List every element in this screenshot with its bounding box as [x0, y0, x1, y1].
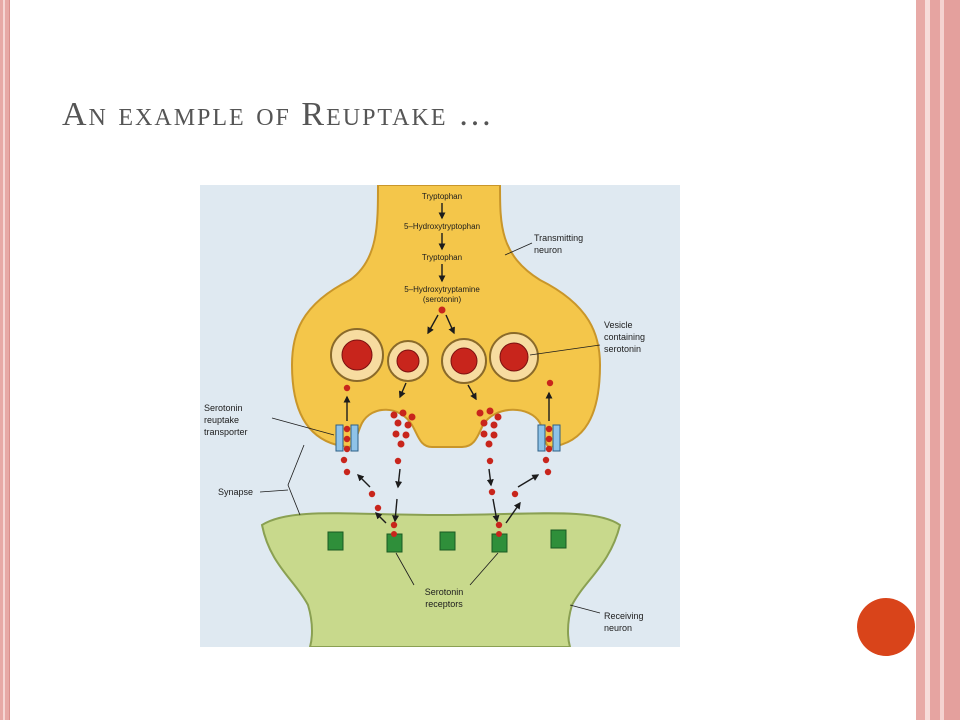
leader-line	[529, 344, 601, 356]
reuptake-transporter	[537, 424, 561, 453]
label-transmitting-2: neuron	[534, 245, 562, 255]
serotonin-receptor	[386, 531, 403, 553]
fusing-vesicle	[390, 409, 416, 448]
serotonin-molecule	[343, 384, 351, 392]
synapse-diagram: Tryptophan 5–Hydroxytryptophan Tryptopha…	[200, 185, 680, 647]
leader-line	[271, 417, 335, 436]
vesicle	[330, 328, 384, 382]
reuptake-transporter	[335, 424, 359, 453]
slide-title: An example of Reuptake …	[62, 96, 494, 133]
accent-circle-decoration	[857, 598, 915, 656]
synaptic-serotonin	[340, 456, 552, 529]
vesicle	[489, 332, 539, 382]
label-vesicle-3: serotonin	[604, 344, 641, 354]
pathway-step-1: Tryptophan	[422, 192, 462, 201]
left-border-highlight	[3, 0, 5, 720]
synapse-bracket	[287, 444, 305, 516]
reuptake-arrow	[517, 474, 540, 488]
leader-line	[469, 552, 499, 586]
pathway-step-4a: 5–Hydroxytryptamine	[404, 285, 480, 294]
reuptake-arrow	[357, 474, 371, 488]
leader-line	[504, 242, 533, 256]
label-transporter-3: transporter	[204, 427, 248, 437]
leader-line	[259, 489, 289, 493]
receiving-neuron	[260, 512, 622, 647]
serotonin-molecule	[438, 306, 446, 314]
pathway-arrow	[445, 314, 455, 335]
right-stripes-decoration	[916, 0, 960, 720]
serotonin-receptor	[439, 531, 456, 551]
stripe	[916, 0, 925, 720]
release-arrow	[492, 498, 500, 523]
label-transporter-1: Serotonin	[204, 403, 243, 413]
left-border-decoration	[0, 0, 10, 720]
stripe	[930, 0, 940, 720]
synapse-illustration: Tryptophan 5–Hydroxytryptophan Tryptopha…	[204, 185, 645, 647]
fusing-vesicle	[476, 407, 502, 448]
stripe	[944, 0, 960, 720]
pathway-arrow	[427, 314, 439, 335]
vesicle-arrow	[398, 382, 407, 399]
label-receiving-2: neuron	[604, 623, 632, 633]
label-transporter-2: reuptake	[204, 415, 239, 425]
release-arrow	[486, 468, 494, 487]
label-transmitting-1: Transmitting	[534, 233, 583, 243]
leader-line	[569, 604, 601, 614]
leader-line	[395, 552, 415, 586]
label-synapse: Synapse	[218, 487, 253, 497]
vesicle-arrow	[467, 384, 477, 401]
label-receptors-1: Serotonin	[425, 587, 464, 597]
stripe	[925, 0, 930, 720]
label-vesicle-2: containing	[604, 332, 645, 342]
label-vesicle-1: Vesicle	[604, 320, 633, 330]
label-receptors-2: receptors	[425, 599, 463, 609]
label-receiving-1: Receiving	[604, 611, 644, 621]
serotonin-receptor	[491, 531, 508, 553]
pathway-step-4b: (serotonin)	[423, 295, 462, 304]
serotonin-molecule	[546, 379, 554, 387]
vesicle	[387, 340, 429, 382]
serotonin-receptor	[550, 529, 567, 549]
release-arrow	[395, 468, 403, 489]
stripe	[940, 0, 944, 720]
vesicle	[441, 338, 487, 384]
release-arrow	[392, 498, 399, 523]
reuptake-arrow	[375, 512, 387, 524]
pathway-step-3: Tryptophan	[422, 253, 462, 262]
pathway-step-2: 5–Hydroxytryptophan	[404, 222, 480, 231]
reuptake-arrow	[505, 501, 521, 524]
serotonin-receptor	[327, 531, 344, 551]
